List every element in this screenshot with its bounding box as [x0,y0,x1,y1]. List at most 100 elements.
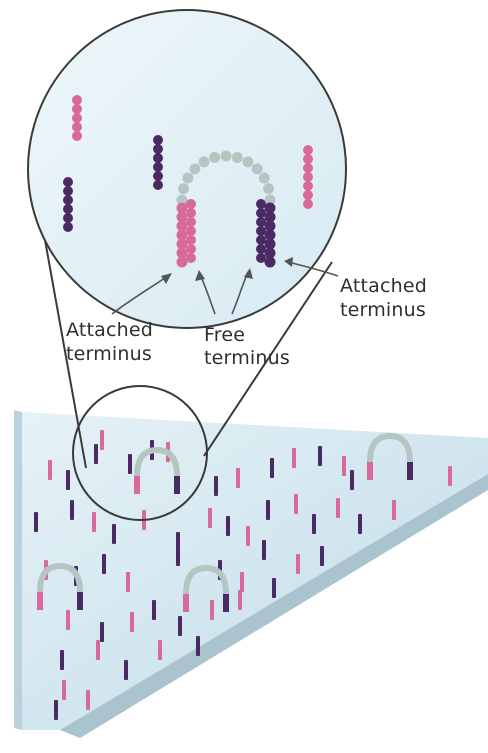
slide-bridge-3-purple-leg [77,592,83,610]
bridge-left-inner-bead [186,244,196,254]
strand-pink-2-bead [303,154,313,164]
strand-purple-2-bead [63,222,73,232]
strand-purple-2-bead [63,195,73,205]
slide-strand [238,590,242,610]
strand-purple-1-bead [153,144,163,154]
bridge-arch-bead [252,163,263,174]
strand-pink-1-bead [72,104,82,114]
strand-pink-2-bead [303,181,313,191]
slide-strand [102,554,106,574]
strand-pink-2-bead [303,190,313,200]
slide-strand [392,500,396,520]
strand-purple-1-bead [153,135,163,145]
label-attached-terminus-left-line1: Attached [66,319,153,341]
slide-strand [112,524,116,544]
strand-purple-1-bead [153,180,163,190]
slide-strand [94,444,98,464]
slide-strand [236,468,240,488]
bridge-arch-bead [189,163,200,174]
label-attached-terminus-left-line2: terminus [66,343,152,365]
slide-bridge-3-pink-leg [37,592,43,610]
bridge-right-inner-bead [256,226,266,236]
slide-strand [266,500,270,520]
bridge-arch-bead [221,151,232,162]
strand-purple-2-bead [63,213,73,223]
strand-pink-2-bead [303,145,313,155]
slide-bridge-4-pink-leg [183,594,189,612]
slide-strand [336,498,340,518]
label-attached-terminus-right-line1: Attached [340,275,427,297]
slide-strand [66,470,70,490]
label-attached-terminus-right-line2: terminus [340,299,426,321]
strand-pink-1 [72,95,82,141]
bridge-right-inner-bead [256,217,266,227]
strand-purple-2-bead [63,177,73,187]
slide-strand [214,476,218,496]
slide-strand [262,540,266,560]
slide-strand [240,572,244,592]
slide-strand [350,470,354,490]
magnified-circle [28,10,346,328]
slide-strand [152,600,156,620]
bridge-right-inner-bead [256,235,266,245]
slide-strand [126,572,130,592]
strand-pink-2-bead [303,172,313,182]
slide-strand [210,600,214,620]
slide-strand [96,640,100,660]
slide-strand [246,526,250,546]
bridge-arch-bead [232,152,243,163]
slide-strand [86,690,90,710]
bridge-arch-bead [178,183,189,194]
bridge-right-inner-bead [256,244,266,254]
slide-strand [124,660,128,680]
slide-strand [176,546,180,566]
bridge-left-inner-bead [186,199,196,209]
slide-strand [128,454,132,474]
slide-strand [70,500,74,520]
strand-purple-1-bead [153,171,163,181]
bridge-right-inner-bead [256,208,266,218]
bridge-arch-bead [182,173,193,184]
slide-strand [60,650,64,670]
slide-strand [158,640,162,660]
bridge-left-inner-bead [186,253,196,263]
slide-bridge-2-purple-leg [407,462,413,480]
slide-strand [272,578,276,598]
slide-strand [130,612,134,632]
slide-strand [100,622,104,642]
bridge-arch-bead [199,156,210,167]
slide-bridge-4-purple-leg [223,594,229,612]
slide-surface [22,412,488,730]
slide-bridge-1-pink-leg [134,476,140,494]
slide-strand [342,456,346,476]
slide-strand [208,508,212,528]
bridge-arch-bead [209,152,220,163]
slide-strand [296,554,300,574]
strand-pink-2-bead [303,163,313,173]
slide-strand [226,516,230,536]
slide-strand [62,680,66,700]
bridge-left-inner-bead [186,235,196,245]
bridge-right-inner-bead [256,199,266,209]
strand-pink-1-bead [72,95,82,105]
slide-strand [196,636,200,656]
slide-strand [294,494,298,514]
bridge-left-inner-bead [186,217,196,227]
bridge-right-leg-bead [265,257,276,268]
label-free-terminus-line2: terminus [204,347,290,369]
magnified-view [28,10,346,328]
slide-strand [448,466,452,486]
bridge-left-inner-bead [186,226,196,236]
strand-pink-2-bead [303,199,313,209]
strand-pink-1-bead [72,122,82,132]
strand-purple-2-bead [63,204,73,214]
slide-strand [66,610,70,630]
bridge-arch-bead [263,183,274,194]
strand-pink-1-bead [72,131,82,141]
slide-strand [318,446,322,466]
slide-strand [92,512,96,532]
bridge-right-inner-bead [256,253,266,263]
slide-strand [270,458,274,478]
strand-purple-1-bead [153,162,163,172]
slide-strand [48,460,52,480]
